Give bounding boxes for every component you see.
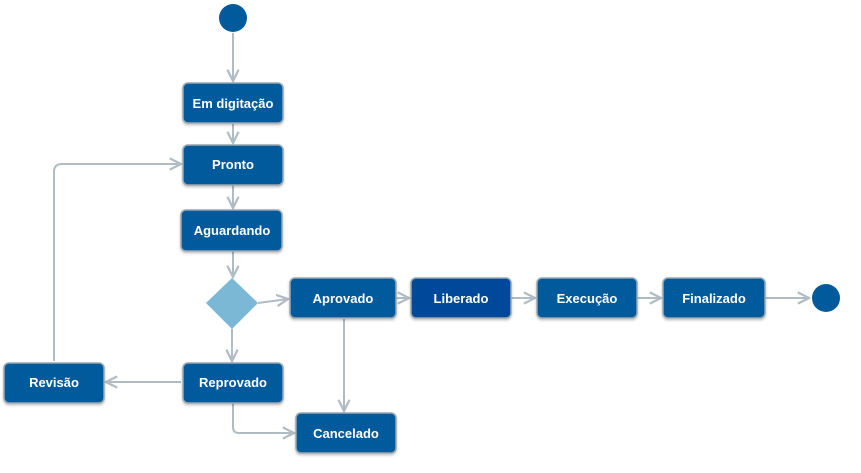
node-aguardando-label: Aguardando [194,223,271,238]
node-liberado[interactable]: Liberado [410,277,512,319]
edges [53,33,809,433]
start-node[interactable] [219,4,247,32]
edge-reprovado-cancelado [232,403,294,433]
end-node[interactable] [812,284,840,312]
node-cancelado-label: Cancelado [313,426,379,441]
node-pronto[interactable]: Pronto [182,144,284,186]
node-cancelado[interactable]: Cancelado [295,412,397,454]
node-execucao-label: Execução [557,291,618,306]
node-aprovado[interactable]: Aprovado [289,277,397,319]
node-finalizado[interactable]: Finalizado [662,277,766,319]
node-reprovado[interactable]: Reprovado [182,362,284,404]
node-em-digitacao-label: Em digitação [193,96,274,111]
node-liberado-label: Liberado [434,291,489,306]
node-pronto-label: Pronto [212,157,254,172]
edge-revisao-pronto [53,164,181,361]
edge-decision-aprovado [257,299,288,303]
node-reprovado-label: Reprovado [199,375,267,390]
node-em-digitacao[interactable]: Em digitação [182,82,284,124]
node-finalizado-label: Finalizado [682,291,746,306]
node-aguardando[interactable]: Aguardando [180,209,283,252]
node-aprovado-label: Aprovado [313,291,374,306]
node-revisao[interactable]: Revisão [3,362,105,404]
node-revisao-label: Revisão [29,375,79,390]
decision-node[interactable] [206,278,258,329]
node-execucao[interactable]: Execução [536,277,638,319]
